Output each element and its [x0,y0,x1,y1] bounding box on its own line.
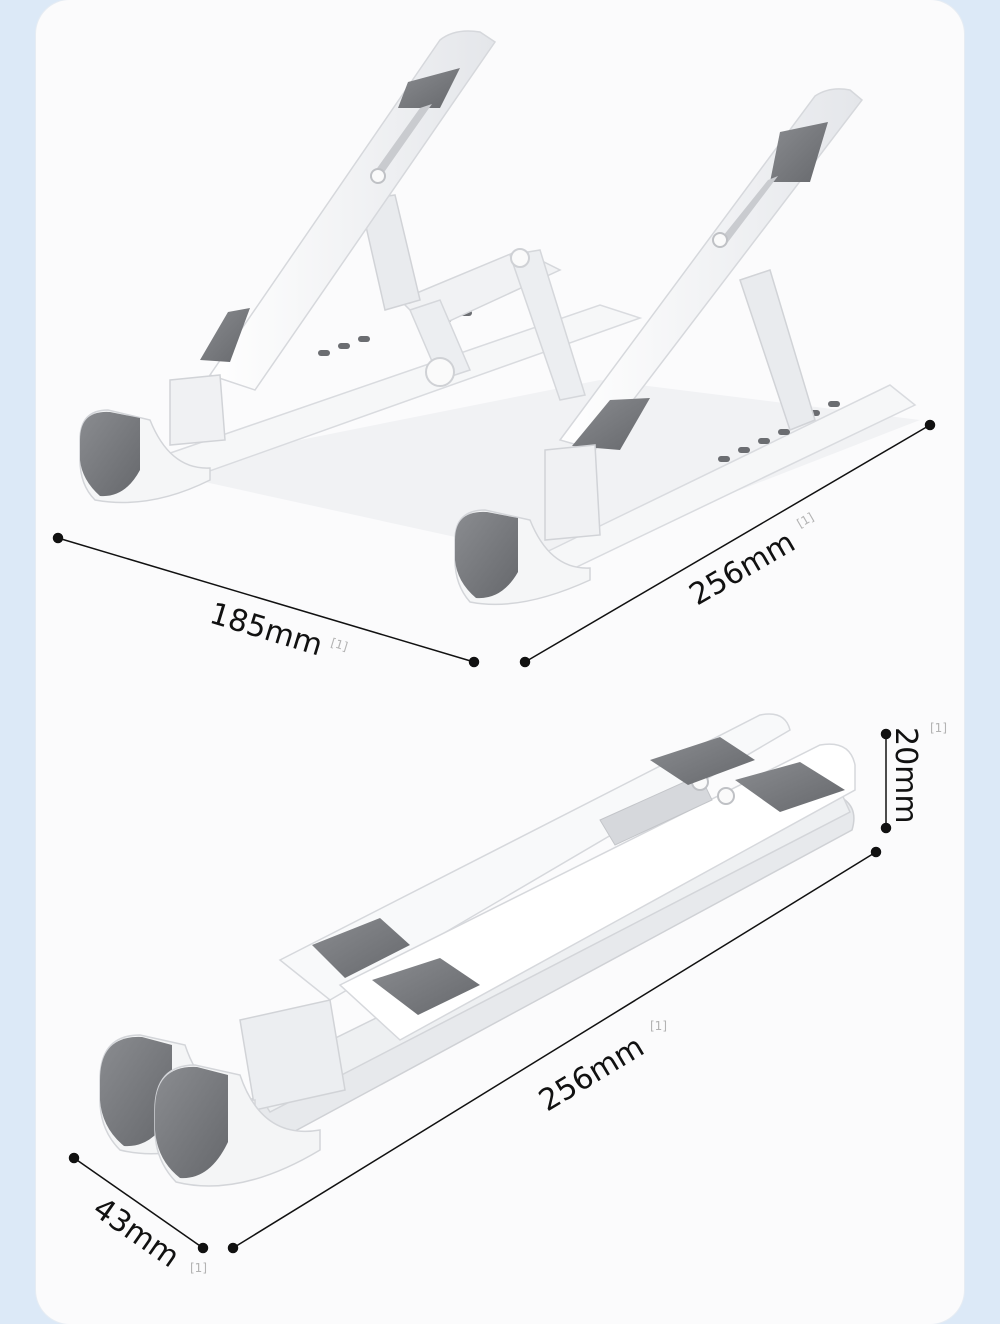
thickness-dimension-ref: [1] [190,1261,207,1275]
open-laptop-stand [79,30,920,606]
bottom-dimension-lines [68,728,892,1254]
depth-dimension-label: 185mm [206,596,327,663]
length-dimension-ref: [1] [650,1019,667,1033]
depth-dimension-ref: [1] [329,635,349,653]
height-dimension-label: 20mm [888,727,923,824]
thickness-dimension-label: 43mm [86,1191,185,1275]
width-dimension-ref: [1] [795,510,817,531]
height-dimension-ref: [1] [930,721,947,735]
length-dimension-label: 256mm [533,1029,650,1119]
width-dimension-label: 256mm [684,525,802,613]
folded-laptop-stand [99,713,856,1187]
top-dimension-lines [52,419,936,668]
